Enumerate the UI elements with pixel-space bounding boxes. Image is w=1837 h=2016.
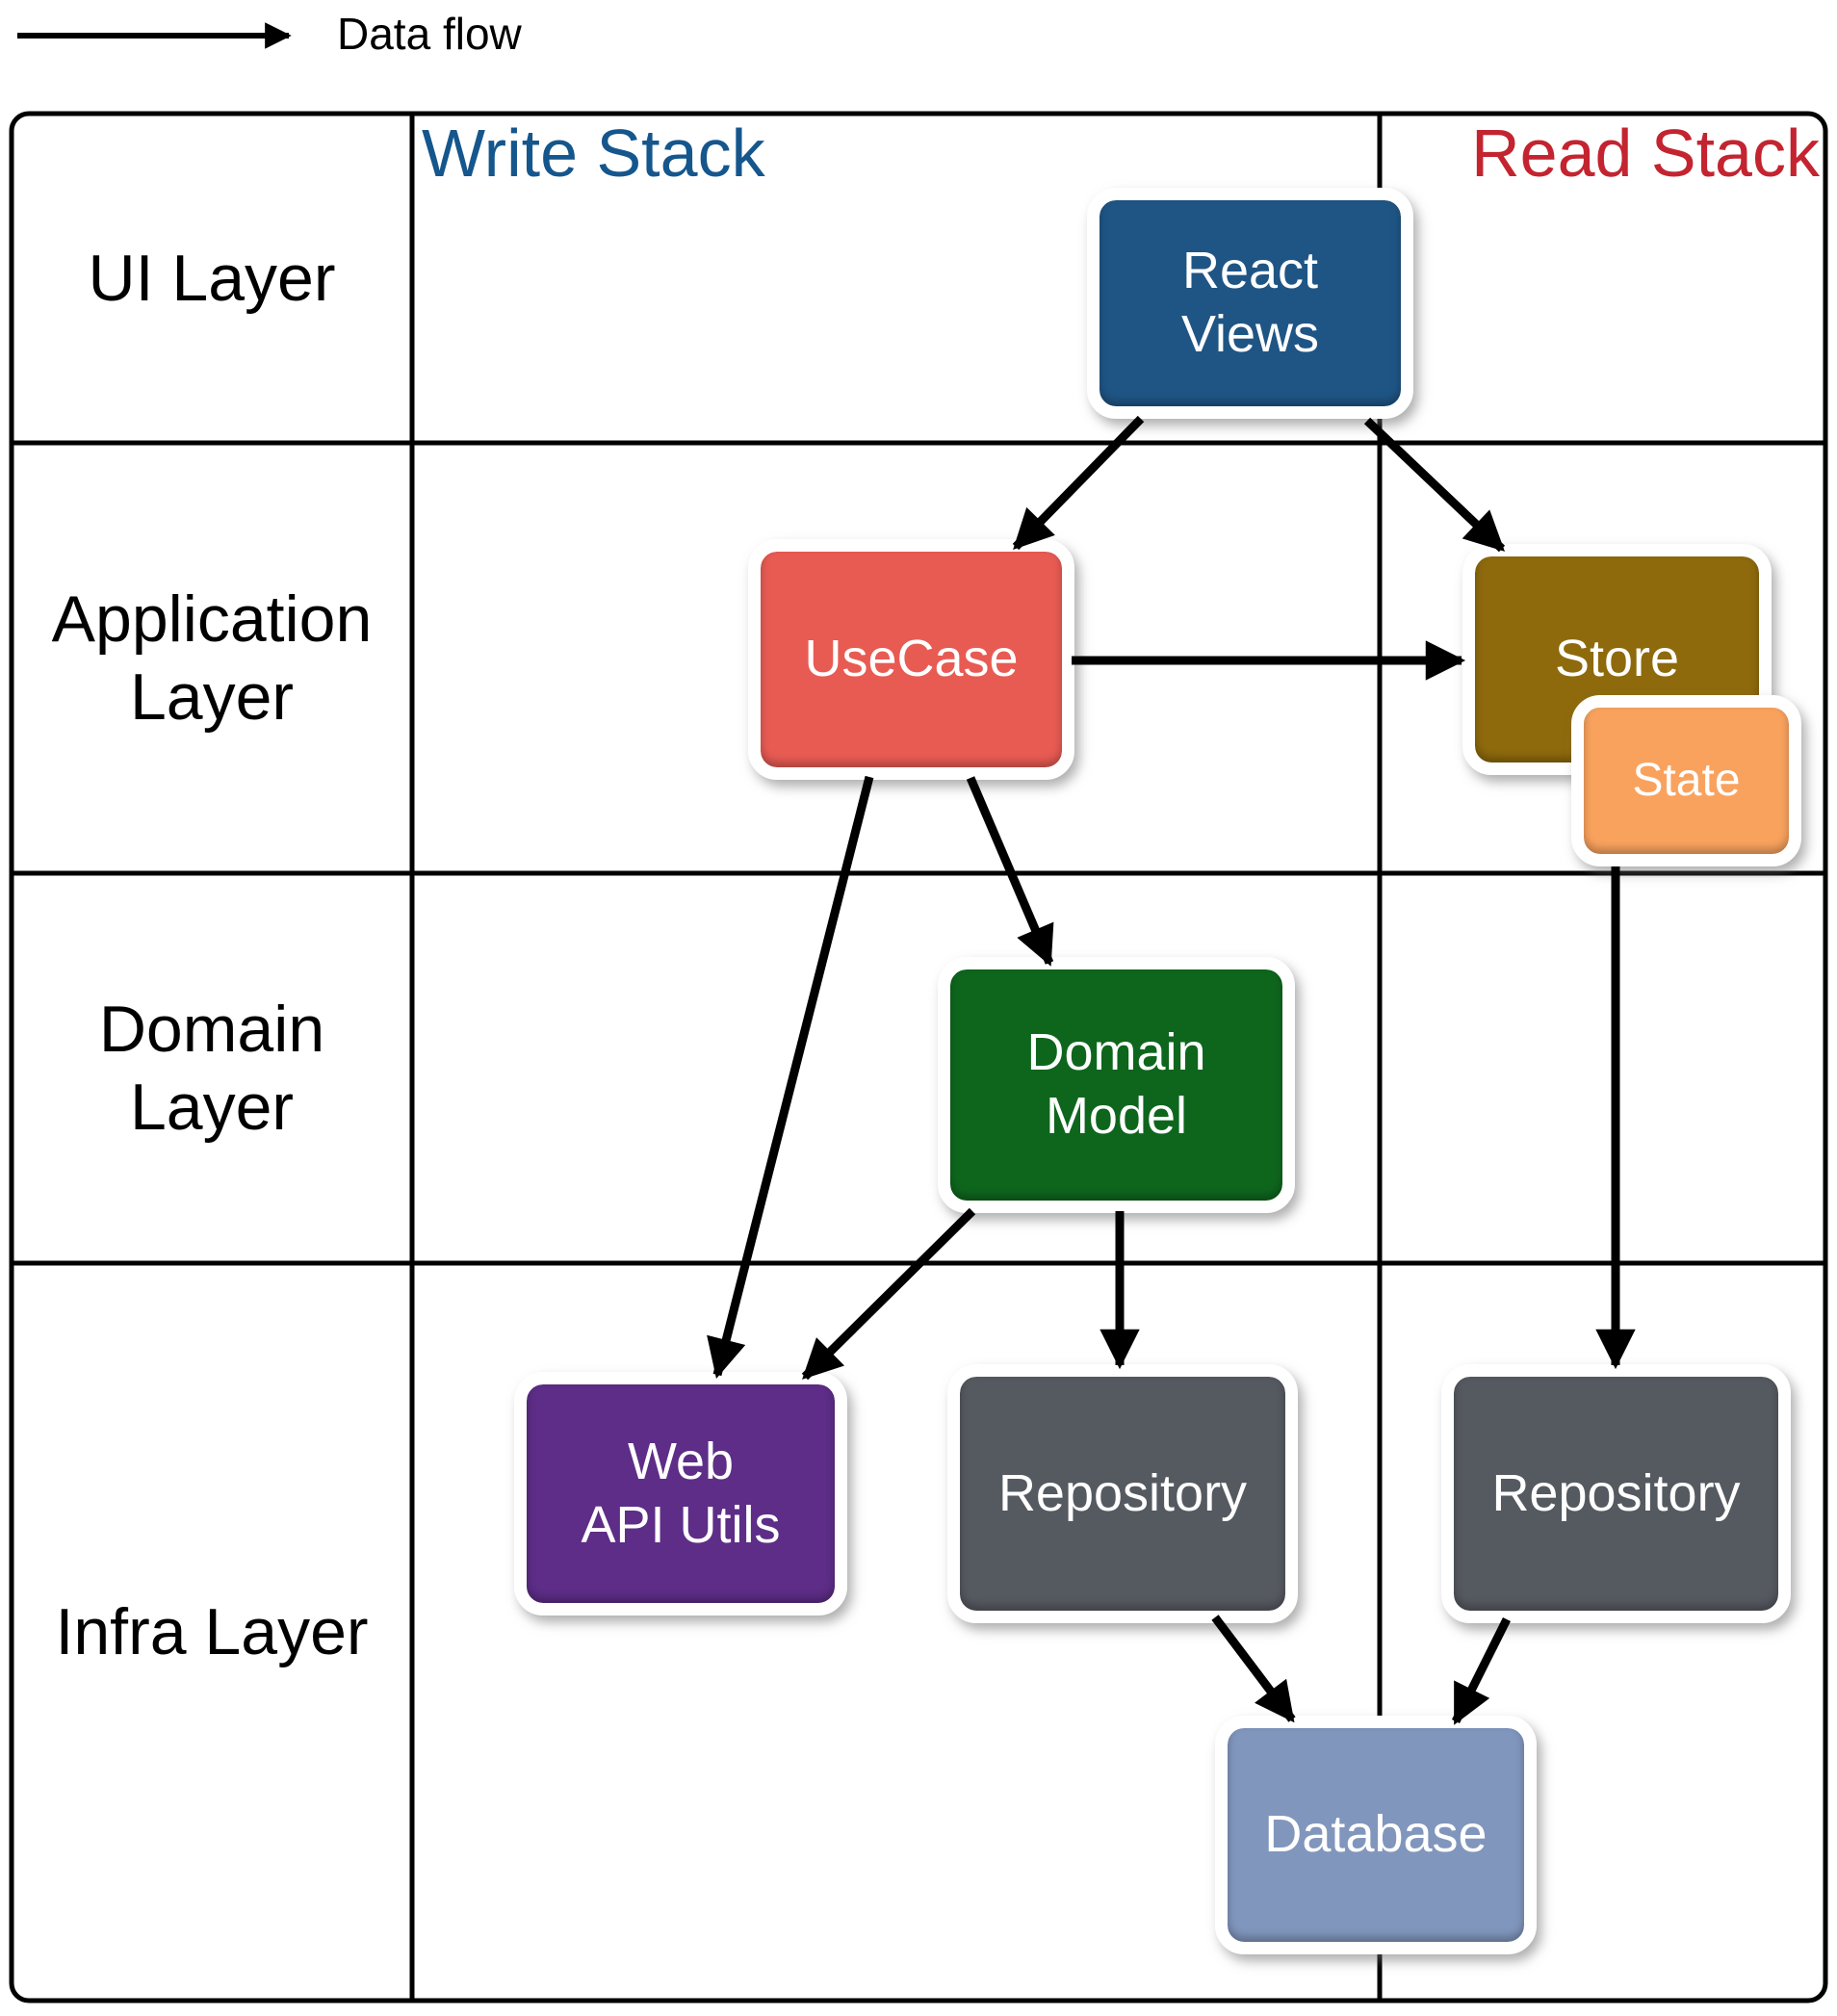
legend-label: Data flow bbox=[337, 9, 522, 59]
node-usecase: UseCase bbox=[748, 539, 1074, 780]
edge-repository-write-to-database bbox=[1211, 1615, 1296, 1723]
node-domain-model: Domain Model bbox=[938, 957, 1295, 1213]
edge-usecase-to-web-api-utils bbox=[707, 775, 874, 1380]
edge-react-views-to-usecase bbox=[1012, 415, 1145, 551]
node-repository-write: Repository bbox=[947, 1364, 1298, 1623]
node-web-api-utils-label: Web API Utils bbox=[581, 1432, 781, 1554]
node-state-label: State bbox=[1632, 754, 1741, 806]
node-domain-model-label: Domain Model bbox=[1026, 1023, 1206, 1145]
node-web-api-utils: Web API Utils bbox=[514, 1372, 847, 1615]
table-outline bbox=[9, 111, 1828, 2003]
edge-react-views-to-store bbox=[1363, 417, 1506, 553]
node-react-views-label: React Views bbox=[1180, 242, 1320, 363]
column-header-read-stack: Read Stack bbox=[1471, 116, 1820, 191]
node-repository-read-label: Repository bbox=[1491, 1463, 1741, 1522]
node-database-label: Database bbox=[1264, 1805, 1488, 1864]
node-database: Database bbox=[1215, 1716, 1537, 1954]
column-header-write-stack: Write Stack bbox=[422, 116, 765, 191]
row-label-infra-layer: Infra Layer bbox=[55, 1594, 369, 1668]
node-store-label: Store bbox=[1554, 630, 1680, 688]
edge-repository-read-to-database bbox=[1451, 1616, 1512, 1725]
node-state: State bbox=[1571, 695, 1801, 866]
row-label-application-layer: Application Layer bbox=[51, 582, 373, 734]
edge-usecase-to-domain-model bbox=[966, 776, 1054, 967]
row-label-ui-layer: UI Layer bbox=[88, 241, 336, 315]
node-react-views: React Views bbox=[1087, 188, 1413, 419]
edge-domain-model-to-web-api-utils bbox=[801, 1207, 976, 1381]
node-usecase-label: UseCase bbox=[804, 630, 1019, 688]
node-repository-write-label: Repository bbox=[997, 1463, 1248, 1522]
row-label-domain-layer: Domain Layer bbox=[98, 993, 325, 1144]
node-repository-read: Repository bbox=[1441, 1364, 1791, 1623]
